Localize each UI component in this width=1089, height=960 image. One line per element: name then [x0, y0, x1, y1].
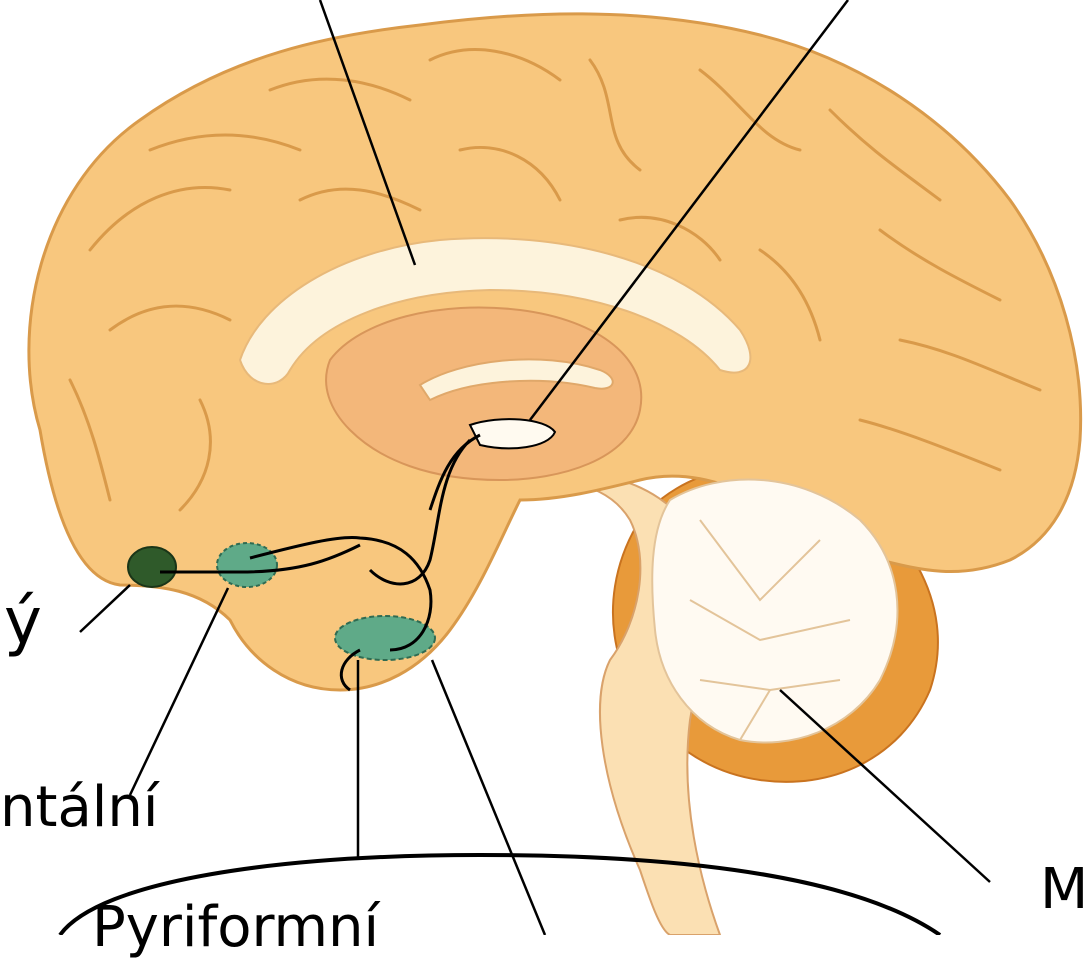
label-right-fragment: M	[1040, 862, 1088, 918]
brain-diagram	[0, 0, 1089, 935]
olfactory-bulb-marker	[128, 547, 176, 587]
hypothalamus-area	[470, 419, 555, 448]
label-pyriform: Pyriformní	[92, 900, 379, 956]
label-left-fragment: ý	[4, 590, 42, 654]
olfactory-tract-marker	[217, 543, 277, 587]
label-frontal-fragment: ntální	[0, 780, 158, 836]
brain-sagittal-illustration	[29, 14, 1081, 935]
